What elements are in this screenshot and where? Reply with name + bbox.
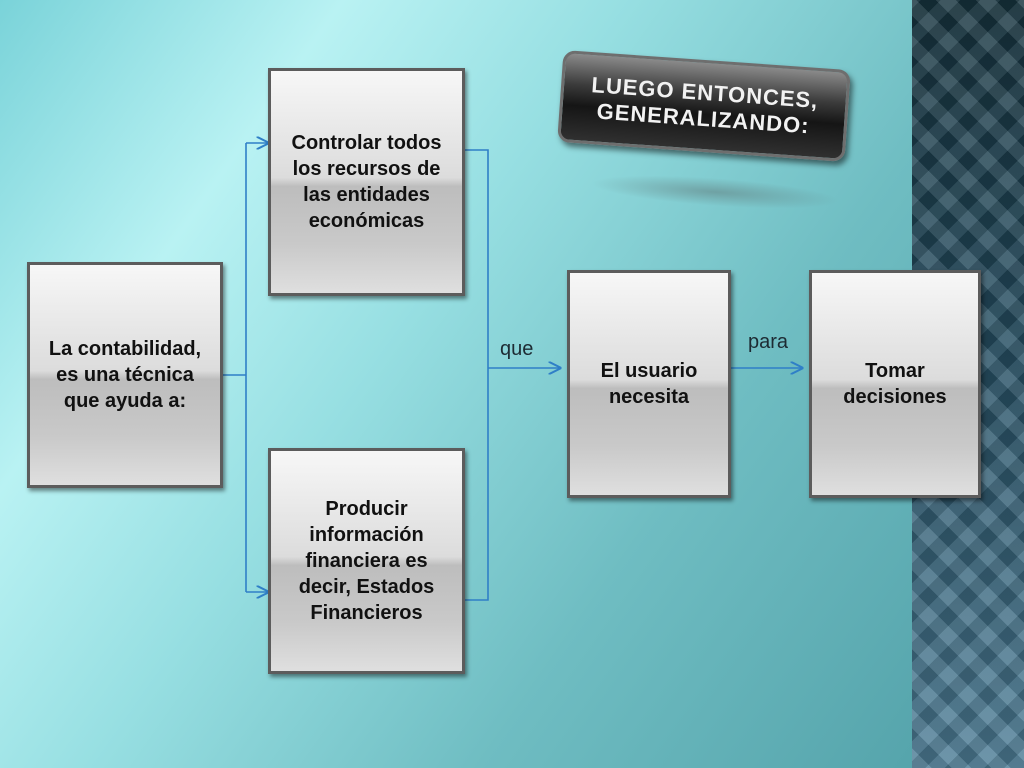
node-controlar-text: Controlar todos los recursos de las enti… [291,132,442,232]
node-usuario-text: El usuario necesita [600,360,698,408]
node-decisiones: Tomar decisiones [809,270,981,498]
node-controlar: Controlar todos los recursos de las enti… [268,68,465,296]
node-producir: Producir información financiera es decir… [268,448,465,674]
node-producir-text: Producir información financiera es decir… [298,498,435,624]
edge-label-que: que [500,338,534,360]
connector-right-bracket [465,149,489,601]
node-contabilidad: La contabilidad, es una técnica que ayud… [27,262,223,488]
edge-label-para: para [748,331,789,353]
node-usuario: El usuario necesita [567,270,731,498]
node-contabilidad-text: La contabilidad, es una técnica que ayud… [48,338,202,412]
node-decisiones-text: Tomar decisiones [843,360,947,408]
